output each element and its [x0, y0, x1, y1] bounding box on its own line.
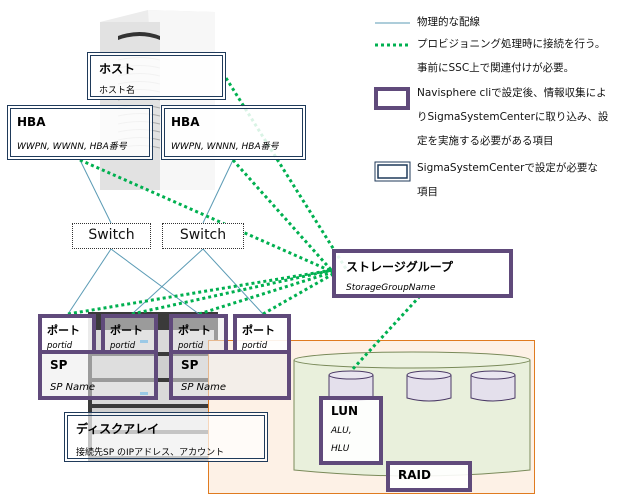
raid-box: RAID	[386, 461, 472, 492]
hba-values: WWPN, WWNN, HBA番号	[17, 142, 127, 152]
port-title: ポート	[110, 324, 143, 337]
volume-cylinder	[470, 370, 516, 402]
volume-cylinder	[406, 370, 452, 402]
sp-name: SP Name	[50, 382, 96, 393]
host-box: ホスト ホスト名	[87, 52, 226, 100]
hba-box-1: HBA WWPN, WWNN, HBA番号	[7, 105, 153, 160]
port-id: portid	[178, 341, 204, 351]
wire-hba1-switch1	[79, 159, 112, 224]
wire-switch2-port2	[131, 248, 204, 315]
lun-title: LUN	[331, 404, 359, 418]
lun-value-alu: ALU,	[331, 426, 352, 436]
port-title: ポート	[178, 324, 211, 337]
link-hba2-sg	[231, 159, 335, 273]
port-id: portid	[47, 341, 73, 351]
wire-switch1-port1	[67, 248, 112, 315]
disk-array-box: ディスクアレイ 接続先SP のIPアドレス、アカウント	[64, 412, 268, 462]
hba-values: WWPN, WNNN, HBA番号	[171, 142, 279, 152]
legend-navisphere-box-icon	[374, 87, 410, 110]
lun-value-hlu: HLU	[331, 444, 350, 454]
legend-navisphere-label-2: りSigmaSystemCenterに取り込み、設	[417, 111, 609, 123]
storage-group-name: StorageGroupName	[346, 283, 436, 293]
lun-box: LUN ALU, HLU	[319, 396, 383, 465]
port-id: portid	[242, 341, 268, 351]
host-name: ホスト名	[99, 86, 136, 96]
hba-title: HBA	[171, 115, 200, 129]
disk-array-title: ディスクアレイ	[76, 422, 160, 436]
sp-title: SP	[181, 358, 199, 372]
link-port2-sg	[131, 268, 334, 316]
port-box-2: ポート portid	[101, 314, 158, 354]
link-port1-sg	[67, 268, 334, 316]
port-title: ポート	[47, 324, 80, 337]
storage-group-title: ストレージグループ	[346, 260, 454, 274]
link-hba1-sg	[79, 158, 334, 274]
lun-cylinder	[328, 370, 374, 402]
legend-navisphere-label-3: 定を実施する必要がある項目	[417, 135, 554, 147]
raid-title: RAID	[398, 468, 431, 482]
legend-navisphere-label-1: Navisphere cliで設定後、情報収集によ	[417, 87, 607, 99]
sp-box-1: SP SP Name	[38, 350, 158, 400]
port-id: portid	[110, 341, 136, 351]
legend-ssc-label-1: SigmaSystemCenterで設定が必要な	[417, 162, 598, 174]
link-sg-lun	[349, 294, 422, 373]
storage-group-box: ストレージグループ StorageGroupName	[332, 249, 513, 298]
legend-physical-label: 物理的な配線	[417, 16, 480, 28]
switch-2: Switch	[162, 223, 244, 249]
wire-switch2-port4	[202, 248, 264, 315]
switch-1: Switch	[72, 223, 151, 249]
host-title: ホスト	[99, 62, 136, 76]
legend-ssc-label-2: 項目	[417, 186, 438, 198]
link-port4-sg	[262, 272, 334, 316]
wire-switch1-port3	[110, 248, 200, 315]
legend-provisioning-label-2: 事前にSSC上で関連付けが必要。	[417, 62, 575, 74]
port-title: ポート	[242, 324, 275, 337]
sp-box-2: SP SP Name	[169, 350, 291, 400]
legend-provisioning-label-1: プロビジョニング処理時に接続を行う。	[417, 38, 606, 50]
wire-hba2-switch2	[202, 159, 234, 224]
sp-title: SP	[50, 358, 68, 372]
hba-box-2: HBA WWPN, WNNN, HBA番号	[161, 105, 306, 160]
sp-name: SP Name	[181, 382, 227, 393]
hba-title: HBA	[17, 115, 46, 129]
disk-array-values: 接続先SP のIPアドレス、アカウント	[76, 448, 225, 458]
